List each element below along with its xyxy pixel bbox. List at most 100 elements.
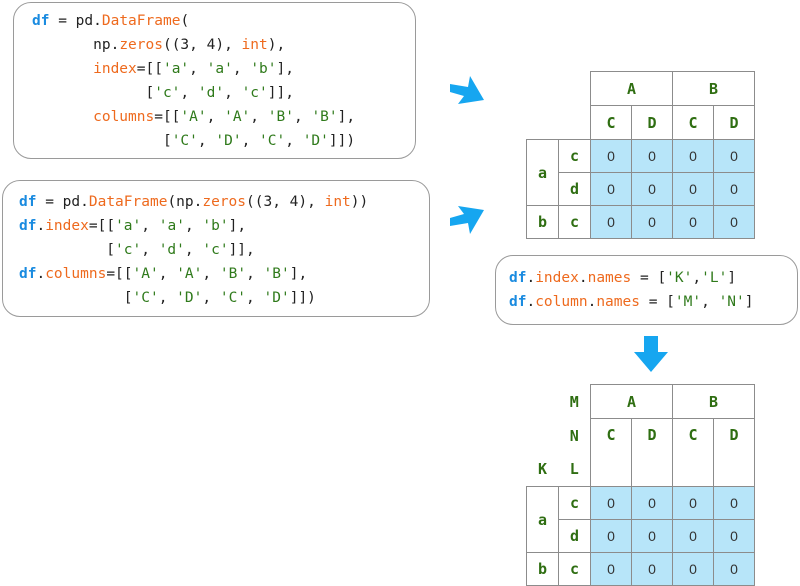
code-token: zeros [119,37,163,53]
code-token: 'B' [311,109,338,125]
code-token: column [535,294,588,310]
code-token: =[[ [106,266,133,282]
code-line: ['c', 'd', 'c']], [32,81,355,105]
code-token: 'A' [224,109,251,125]
code-token: ], [276,61,294,77]
code-box-1: df = pd.DataFrame( np.zeros((3, 4), int)… [13,2,416,159]
code-token: columns [45,266,107,282]
code-token: 'a' [162,61,190,77]
table-cell: 0 [631,205,673,239]
code-token: index [45,218,89,234]
table-cell: 0 [631,486,673,520]
column-header-level2: D [713,105,755,140]
code-token: 'D' [176,290,203,306]
code-token: 'c' [115,242,142,258]
column-header-level2: C [672,105,714,140]
code-line: np.zeros((3, 4), int), [32,33,355,57]
code-token: 'D' [302,133,329,149]
code-token: ]], [267,85,294,101]
code-token: = [ [631,270,667,286]
row-header-level1: a [526,486,559,553]
table-cell: 0 [631,139,673,173]
code-token: 'c' [202,242,229,258]
code-token [32,61,93,77]
code-token: names [596,294,640,310]
code-token: , [246,290,264,306]
code-token: DataFrame [88,194,168,210]
column-header-level1: A [590,384,673,419]
code-token: , [232,61,251,77]
column-header-level2: D [713,418,755,487]
column-header-level1: A [590,71,673,106]
code-block-3: df.index.names = ['K','L']df.column.name… [509,266,754,314]
table-cell: 0 [672,486,714,520]
row-header-level2: d [558,172,591,206]
column-header-level2: C [590,105,632,140]
code-token: 'A' [180,109,207,125]
code-token: , [285,133,303,149]
code-token: . [36,266,46,282]
row-header-level1: a [526,139,559,206]
dataframe-table-2: M A B N C D C D K L a c 0 0 0 0 d 0 0 0 … [526,384,755,586]
code-token: df [19,194,37,210]
code-token: zeros [202,194,247,210]
code-token: , [184,242,203,258]
code-token: , [158,266,177,282]
code-token: = [ [639,294,675,310]
code-token: ] [727,270,737,286]
code-token: , [224,85,242,101]
table-cell: 0 [713,139,755,173]
code-token: , [158,290,177,306]
row-header-level2: c [558,205,591,239]
code-token: int [324,194,351,210]
table-cell: 0 [631,519,673,553]
code-token: 'a' [158,218,185,234]
code-token: , [189,61,207,77]
code-token: ((3, 4), [246,194,325,210]
row-header-level2: c [558,486,591,520]
code-line: ['C', 'D', 'C', 'D']]) [32,129,355,153]
code-token: 'c' [241,85,268,101]
table-cell: 0 [672,519,714,553]
code-token: ), [267,37,286,53]
code-token: . [526,294,536,310]
code-token: names [587,270,632,286]
code-token: 'C' [259,133,286,149]
code-line: df.columns=[['A', 'A', 'B', 'B'], [19,262,368,286]
code-token: df [509,270,527,286]
code-token: np. [32,37,120,53]
code-token: 'a' [115,218,142,234]
code-token: , [202,266,220,282]
code-token: , [250,109,268,125]
row-header-level2: c [558,139,591,173]
table-cell: 0 [672,172,714,206]
code-line: df.index.names = ['K','L'] [509,266,754,290]
code-line: df.column.names = ['M', 'N'] [509,290,754,314]
table-cell: 0 [713,519,755,553]
table-cell: 0 [713,552,755,586]
code-token: 'B' [219,266,247,282]
code-token: . [526,270,536,286]
code-token: , [701,294,719,310]
code-token: 'a' [206,61,233,77]
code-token: 'A' [132,266,159,282]
row-header-level1: b [526,205,559,239]
code-token: , [141,218,159,234]
code-token: 'B' [267,109,294,125]
table-cell: 0 [590,172,632,206]
code-token: columns [93,109,155,125]
table-cell: 0 [713,205,755,239]
code-token: ((3, 4), [162,37,242,53]
code-token: , [293,109,312,125]
table-cell: 0 [590,205,632,239]
code-token: , [241,133,260,149]
code-line: columns=[['A', 'A', 'B', 'B'], [32,105,355,129]
code-token: int [241,37,268,53]
column-level-name: M [569,392,579,411]
code-token: , [197,133,216,149]
table-cell: 0 [672,552,714,586]
table-cell: 0 [590,486,632,520]
code-token: , [180,85,198,101]
code-token: . [36,218,46,234]
code-token: [ [19,290,133,306]
